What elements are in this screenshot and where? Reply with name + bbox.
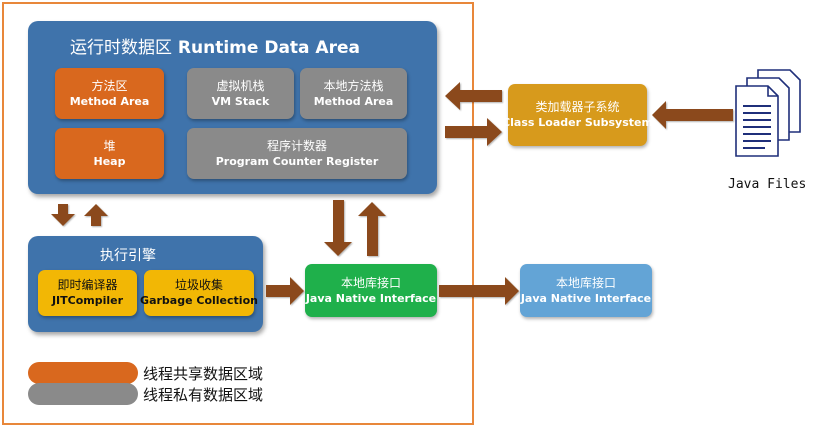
method-area-box: 方法区 Method Area	[55, 68, 164, 119]
native-interface-external-box: 本地库接口 Java Native Interface	[520, 264, 652, 317]
native-method-stack-zh: 本地方法栈	[323, 78, 384, 93]
heap-box: 堆 Heap	[55, 128, 164, 179]
method-area-en: Method Area	[69, 94, 150, 108]
arrow-files-to-loader-icon	[652, 101, 733, 129]
runtime-data-area-title-en: Runtime Data Area	[177, 38, 360, 58]
document-stack-icon	[735, 69, 801, 157]
runtime-data-area-title: 运行时数据区 Runtime Data Area	[70, 33, 360, 58]
native-interface-external-en: Java Native Interface	[520, 291, 652, 305]
jit-compiler-box: 即时编译器 JITCompiler	[38, 270, 137, 316]
garbage-collection-en: Garbage Collection	[140, 294, 258, 307]
java-files-label: Java Files	[728, 177, 807, 192]
arrow-runtime-to-native-icon	[324, 200, 352, 256]
vm-stack-zh: 虚拟机栈	[216, 78, 265, 93]
legend-shared-label: 线程共享数据区域	[143, 365, 264, 383]
legend-private-label: 线程私有数据区域	[143, 386, 264, 404]
native-method-stack-en: Method Area	[313, 94, 394, 108]
arrow-engine-to-runtime-icon	[84, 204, 108, 226]
arrow-native-to-external-icon	[439, 277, 519, 305]
class-loader-zh: 类加载器子系统	[535, 100, 620, 114]
method-area-zh: 方法区	[91, 78, 128, 93]
native-interface-box: 本地库接口 Java Native Interface	[305, 264, 437, 317]
garbage-collection-zh: 垃圾收集	[174, 278, 223, 292]
class-loader-en: Class Loader Subsystem	[502, 116, 653, 129]
program-counter-box: 程序计数器 Program Counter Register	[187, 128, 407, 179]
heap-en: Heap	[93, 154, 126, 168]
arrow-runtime-to-loader-icon	[445, 118, 502, 146]
program-counter-zh: 程序计数器	[266, 138, 327, 153]
jit-compiler-zh: 即时编译器	[57, 278, 118, 292]
legend-private-swatch	[28, 383, 138, 405]
heap-zh: 堆	[103, 138, 116, 153]
arrow-engine-to-native-icon	[266, 277, 304, 305]
arrow-runtime-to-engine-icon	[51, 204, 75, 226]
vm-stack-box: 虚拟机栈 VM Stack	[187, 68, 294, 119]
native-interface-zh: 本地库接口	[340, 275, 401, 290]
garbage-collection-box: 垃圾收集 Garbage Collection	[140, 270, 258, 316]
execution-engine-title: 执行引擎	[100, 248, 156, 264]
program-counter-en: Program Counter Register	[215, 154, 379, 168]
legend-shared-swatch	[28, 362, 138, 384]
native-interface-en: Java Native Interface	[305, 291, 437, 305]
runtime-data-area-title-zh: 运行时数据区	[70, 38, 172, 58]
arrow-loader-to-runtime-icon	[445, 82, 502, 110]
class-loader-box: 类加载器子系统 Class Loader Subsystem	[502, 84, 653, 146]
arrow-native-to-runtime-icon	[358, 202, 386, 256]
vm-stack-en: VM Stack	[211, 94, 270, 108]
native-method-stack-box: 本地方法栈 Method Area	[300, 68, 407, 119]
jit-compiler-en: JITCompiler	[51, 294, 124, 307]
native-interface-external-zh: 本地库接口	[555, 275, 616, 290]
